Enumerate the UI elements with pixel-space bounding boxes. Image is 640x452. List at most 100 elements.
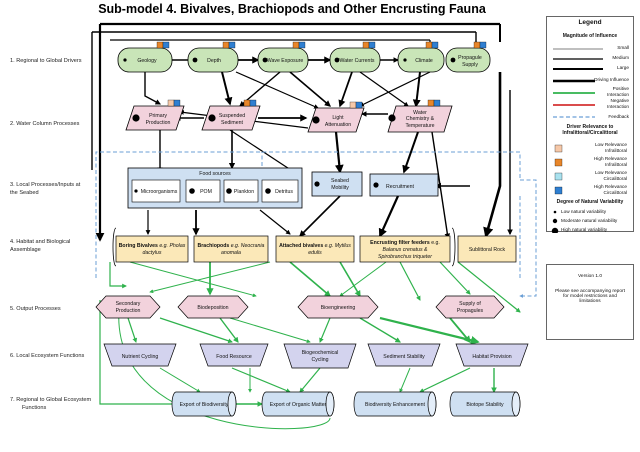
process-primary-production[interactable]: Primary Production bbox=[125, 99, 185, 131]
driver-depth[interactable]: Depth bbox=[187, 41, 239, 73]
food-sources-title: Food sources bbox=[199, 171, 231, 177]
driver-propagule-label-2: Supply bbox=[462, 62, 478, 68]
suspended-sediment-label-1: Suspended bbox=[219, 113, 245, 119]
light-attenuation-label-1: Light bbox=[332, 115, 344, 121]
assemblage-boring-bivalves[interactable]: Boring Bivalves e.g. Pholas dactylus bbox=[115, 235, 189, 263]
legend-title: Legend bbox=[578, 19, 602, 26]
function-nutrient-cycling[interactable]: Nutrient Cycling bbox=[103, 343, 177, 367]
seabed-mobility-label-2: Mobility bbox=[331, 185, 349, 191]
version-label: Version 1.0 bbox=[577, 274, 602, 279]
food-sources-group[interactable]: Food sources Microorganisms POM Plankton… bbox=[127, 167, 303, 209]
positive-connectors bbox=[99, 261, 521, 430]
driver-geology[interactable]: Geology bbox=[117, 41, 173, 73]
water-column-row: Primary Production Suspended Sediment Li… bbox=[125, 99, 453, 133]
legend-panel: Legend Magnitude of Influence Small Medi… bbox=[546, 16, 634, 233]
light-attenuation-label-2: Attenuation bbox=[325, 122, 351, 128]
row-label-2: 2. Water Column Processes bbox=[10, 121, 80, 127]
process-suspended-sediment[interactable]: Suspended Sediment bbox=[201, 99, 261, 131]
suspended-sediment-label-2: Sediment bbox=[221, 120, 243, 126]
bioengineering-label: Bioengineering bbox=[321, 305, 356, 311]
regional-export-of-biodiversity[interactable]: Export of Biodiversity bbox=[171, 391, 237, 417]
assemblage-encrusting-filter-feeders[interactable]: Encrusting filter feeders e.g. Balanus c… bbox=[359, 235, 451, 263]
boring-bivalves-label-1: Boring Bivalves e.g. Pholas bbox=[119, 243, 186, 249]
biogeochemical-label-1: Biogeochemical bbox=[302, 350, 339, 356]
feedback-connectors bbox=[95, 151, 537, 298]
legend-swatches bbox=[551, 48, 603, 233]
food-plankton[interactable]: Plankton bbox=[223, 179, 259, 203]
legend-negative-1: Negative bbox=[610, 98, 629, 103]
output-supply-of-propagules[interactable]: Supply of Propagules bbox=[435, 295, 505, 319]
diagram-title: Sub-model 4. Bivalves, Brachiopods and O… bbox=[98, 2, 487, 16]
seabed-row: Food sources Microorganisms POM Plankton… bbox=[127, 167, 439, 209]
regional-biodiversity-enhancement[interactable]: Biodiversity Enhancement bbox=[353, 391, 437, 417]
driver-water-currents-label: Water Currents bbox=[340, 58, 375, 64]
output-bioengineering[interactable]: Bioengineering bbox=[297, 295, 379, 319]
driver-depth-label: Depth bbox=[207, 58, 221, 64]
process-water-chemistry[interactable]: Water Chemistry & Temperature bbox=[387, 99, 453, 133]
regional-biotope-stability[interactable]: Biotope Stability bbox=[449, 391, 521, 417]
assemblage-brachiopods[interactable]: Brachiopods e.g. Neocrania anomala bbox=[193, 235, 269, 263]
legend-magnitude-heading: Magnitude of Influence bbox=[562, 33, 618, 39]
food-pom[interactable]: POM bbox=[185, 179, 221, 203]
biodiversity-enhancement-label: Biodiversity Enhancement bbox=[365, 402, 426, 408]
driver-wave-exposure[interactable]: Wave Exposure bbox=[257, 41, 309, 73]
legend-rel-1-1: High Relevance bbox=[593, 156, 627, 161]
legend-variability-heading: Degree of Natural Variability bbox=[556, 199, 624, 205]
assemblage-attached-bivalves[interactable]: Attached bivalves e.g. Mytilus edulis bbox=[275, 235, 355, 263]
export-organic-matter-label: Export of Organic Matter bbox=[270, 402, 327, 408]
biodeposition-label: Biodeposition bbox=[197, 305, 228, 311]
output-secondary-production[interactable]: Secondary Production bbox=[95, 295, 161, 319]
legend-relevance-heading-2: Infralittoral/Circalittoral bbox=[562, 130, 618, 136]
function-sediment-stability[interactable]: Sediment Stability bbox=[367, 343, 441, 367]
sediment-stability-label: Sediment Stability bbox=[383, 354, 425, 360]
row-label-3a: 3. Local Processes/Inputs at bbox=[10, 182, 81, 188]
legend-large: Large bbox=[617, 65, 629, 70]
sublittoral-rock[interactable]: Sublittoral Rock bbox=[457, 235, 517, 263]
version-note-1: Please see accompanying report bbox=[555, 289, 625, 294]
recruitment[interactable]: Recruitment bbox=[369, 173, 439, 197]
row-label-7b: Functions bbox=[22, 405, 46, 411]
nutrient-cycling-label: Nutrient Cycling bbox=[122, 354, 159, 360]
biotope-stability-label: Biotope Stability bbox=[466, 402, 504, 408]
food-detritus[interactable]: Detritus bbox=[261, 179, 299, 203]
driver-water-currents[interactable]: Water Currents bbox=[329, 41, 381, 73]
brachiopods-label-1: Brachiopods e.g. Neocrania bbox=[198, 243, 265, 249]
seabed-mobility[interactable]: Seabed Mobility bbox=[311, 171, 363, 197]
primary-production-label-1: Primary bbox=[149, 113, 167, 119]
water-chemistry-label-3: Temperature bbox=[405, 123, 434, 129]
row-labels: 1. Regional to Global Drivers 2. Water C… bbox=[10, 58, 91, 411]
food-microorganisms[interactable]: Microorganisms bbox=[131, 179, 181, 203]
legend-small: Small bbox=[617, 45, 629, 50]
driver-climate[interactable]: Climate bbox=[397, 41, 445, 73]
driver-propagule-supply[interactable]: Propagule Supply bbox=[445, 41, 491, 73]
regional-export-of-organic-matter[interactable]: Export of Organic Matter bbox=[261, 391, 335, 417]
output-biodeposition[interactable]: Biodeposition bbox=[177, 295, 249, 319]
process-light-attenuation[interactable]: Light Attenuation bbox=[307, 101, 365, 133]
local-functions-row: Nutrient Cycling Food Resource Biogeoche… bbox=[103, 343, 529, 369]
row-label-5: 5. Output Processes bbox=[10, 306, 61, 312]
boring-bivalves-label-2: dactylus bbox=[142, 250, 161, 256]
food-detritus-label: Detritus bbox=[275, 189, 293, 195]
legend-rel-0-2: Infralittoral bbox=[605, 148, 627, 153]
driver-geology-label: Geology bbox=[137, 58, 157, 64]
version-box: Version 1.0 Please see accompanying repo… bbox=[546, 264, 634, 340]
water-chemistry-label-2: Chemistry & bbox=[406, 116, 435, 122]
supply-propagules-label-1: Supply of bbox=[459, 301, 481, 307]
legend-medium: Medium bbox=[612, 55, 629, 60]
function-biogeochemical-cycling[interactable]: Biogeochemical Cycling bbox=[283, 343, 357, 369]
primary-production-label-2: Production bbox=[146, 120, 171, 126]
regional-functions-row: Export of Biodiversity Export of Organic… bbox=[171, 391, 521, 417]
version-note-2: for model restrictions and bbox=[563, 294, 617, 299]
function-food-resource[interactable]: Food Resource bbox=[199, 343, 269, 367]
legend-negative-2: Interaction bbox=[607, 104, 629, 109]
brachiopods-label-2: anomala bbox=[221, 250, 241, 256]
legend-feedback: Feedback bbox=[608, 114, 629, 119]
recruitment-label: Recruitment bbox=[386, 184, 415, 190]
function-habitat-provision[interactable]: Habitat Provision bbox=[455, 343, 529, 367]
version-note-3: limitations bbox=[579, 299, 601, 304]
row-label-4a: 4. Habitat and Biological bbox=[10, 239, 70, 245]
food-plankton-label: Plankton bbox=[234, 189, 254, 195]
export-biodiversity-label: Export of Biodiversity bbox=[180, 402, 229, 408]
outputs-row: Secondary Production Biodeposition Bioen… bbox=[95, 295, 505, 319]
row-label-6: 6. Local Ecosystem Functions bbox=[10, 353, 85, 359]
